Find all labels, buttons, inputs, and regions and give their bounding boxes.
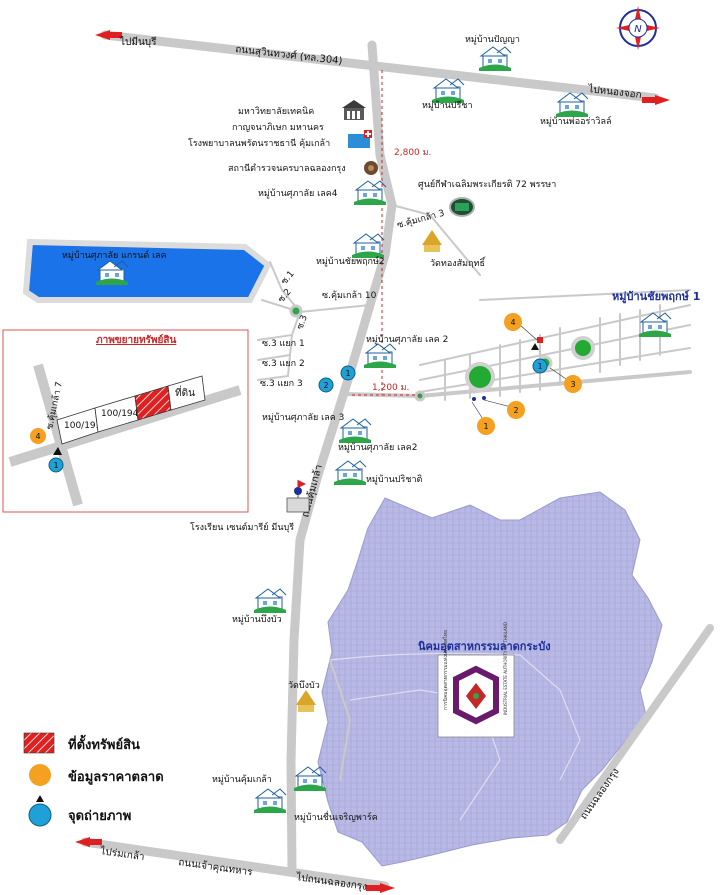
direction-arrows — [75, 30, 670, 893]
market-marker-2: 2 — [513, 406, 518, 415]
market-marker-4: 4 — [510, 318, 515, 327]
label-temple-bungbua: วัดบึงบัว — [288, 680, 320, 691]
compass-icon — [616, 6, 660, 50]
label-village-chaiyapruk1: หมู่บ้านชัยพฤกษ์ 1 — [612, 290, 700, 304]
label-village-supalai4: หมู่บ้านศุภาลัย เลค4 — [258, 188, 338, 199]
label-village-supalai-lake2: หมู่บ้านศุภาลัย เลค2 — [338, 442, 417, 453]
lake — [22, 238, 272, 303]
house-icon — [431, 78, 465, 104]
road-label-s1: ซ.1 — [280, 269, 297, 287]
legend-property-label: ที่ตั้งทรัพย์สิน — [68, 734, 140, 753]
distance-label-1200: 1,200 ม. — [372, 383, 409, 393]
label-village-chaiyapruk2: หมู่บ้านชัยพฤกษ์2 — [316, 255, 385, 267]
road-label-s3: ซ.3 — [295, 314, 309, 331]
direction-pointer — [531, 343, 539, 350]
compass-letter: N — [634, 24, 642, 35]
inset-panel: ภาพขยายทรัพย์สิน ซ.คุ้มเกล้า 7 100/193 1… — [2, 329, 249, 513]
legend: ที่ตั้งทรัพย์สิน ข้อมูลราคาตลาด จุดถ่ายภ… — [23, 732, 164, 827]
road-label-s3-3: ซ.3 แยก 3 — [260, 379, 303, 389]
photo-marker-1b: 1 — [537, 362, 542, 371]
road-label-s3-2: ซ.3 แยก 2 — [262, 359, 305, 369]
legend-market-label: ข้อมูลราคาตลาด — [68, 769, 164, 785]
label-village-kumklao: หมู่บ้านคุ้มเกล้า — [212, 774, 272, 785]
house-icon — [478, 46, 512, 72]
market-marker-3: 3 — [570, 380, 575, 389]
label-village-porsamwil: หมู่บ้านพ่ออร่าวิลล์ — [540, 115, 612, 127]
school-icon — [286, 480, 310, 513]
house-icon — [351, 233, 385, 259]
inset-plot-100-194: 100/194 — [101, 409, 139, 419]
estate-logo-top-text: การนิคมอุตสาหกรรมแห่งประเทศไทย — [442, 630, 449, 710]
label-industrial-estate: นิคมอุตสาหกรรมลาดกระบัง — [418, 640, 551, 654]
road-label-top-left: ไปมีนบุรี — [119, 36, 157, 48]
distance-lines — [352, 70, 420, 396]
house-icon — [555, 92, 589, 118]
label-hospital: โรงพยาบาลนพรัตนราชธานี คุ้มเกล้า — [188, 138, 330, 149]
temple-icon — [422, 230, 442, 252]
road-label-soi3: ซ.คุ้มเกล้า 3 — [396, 208, 446, 231]
distance-label-2800: 2,800 ม. — [394, 148, 431, 158]
photo-marker-2: 2 — [323, 381, 328, 390]
label-police: สถานีตำรวจนครบาลฉลองกรุง — [228, 163, 346, 174]
label-village-supalai2: หมู่บ้านศุภาลัย เลค 2 — [366, 334, 448, 345]
inset-title: ภาพขยายทรัพย์สิน — [96, 334, 176, 346]
inset-photo-marker: 1 — [53, 461, 58, 470]
property-marker — [537, 337, 543, 343]
inset-plot-100-193: 100/193 — [64, 421, 101, 431]
label-university2: กาญจนาภิเษก มหานคร — [232, 122, 324, 133]
house-icon — [253, 588, 287, 614]
label-school: โรงเรียน เซนต์มารีย์ มีนบุรี — [190, 521, 294, 533]
house-icon — [353, 180, 387, 206]
label-sports-center: ศูนย์กีฬาเฉลิมพระเกียรติ 72 พรรษา — [418, 178, 556, 190]
house-icon — [253, 788, 287, 814]
estate-logo-bottom-text: INDUSTRIAL ESTATE AUTHORITY OF THAILAND — [503, 622, 508, 715]
photo-markers: 1 2 1 — [318, 358, 548, 393]
road-label-top-name: ถนนสุวินทวงศ์ (ทล.304) — [235, 43, 343, 67]
house-icon — [333, 460, 367, 486]
legend-market-swatch — [29, 764, 51, 786]
inset-plot-land: ที่ดิน — [175, 385, 195, 399]
hospital-icon — [348, 130, 372, 148]
inset-market-marker: 4 — [35, 432, 40, 441]
school-icon — [342, 100, 366, 120]
label-university: มหาวิทยาลัยเทคนิค — [238, 106, 314, 117]
house-icon — [638, 312, 672, 338]
road-network — [80, 30, 714, 891]
estate-logo — [437, 654, 515, 738]
road-label-top-right: ไปหนองจอก — [587, 83, 643, 101]
label-village-supalai3: หมู่บ้านศุภาลัย เลค 3 — [262, 412, 344, 423]
label-village-supalai-grand: หมู่บ้านศุภาลัย แกรนด์ เลค — [62, 249, 167, 261]
label-village-preecha: หมู่บ้านปรีชา — [422, 100, 473, 111]
label-temple-thong: วัดทองสัมฤทธิ์ — [430, 256, 486, 269]
legend-photo-swatch — [28, 803, 52, 827]
sports-center-icon — [449, 197, 475, 217]
label-village-chuenjaroen: หมู่บ้านชื่นเจริญพาร์ค — [294, 810, 378, 823]
legend-photo-label: จุดถ่ายภาพ — [68, 809, 131, 824]
police-icon — [364, 161, 378, 175]
house-icon — [363, 343, 397, 369]
label-village-bungbua: หมู่บ้านบึงบัว — [232, 614, 282, 625]
market-marker-1: 1 — [483, 422, 488, 431]
temple-icon — [296, 690, 316, 712]
road-label-soi10: ซ.คุ้มเกล้า 10 — [322, 290, 377, 301]
photo-marker-1: 1 — [345, 369, 350, 378]
label-village-prichart: หมู่บ้านปริชาติ — [366, 474, 422, 485]
label-village-panya: หมู่บ้านปัญญา — [465, 34, 520, 45]
road-label-s3-1: ซ.3 แยก 1 — [262, 339, 305, 349]
legend-property-swatch — [23, 732, 55, 754]
market-markers: 1 2 3 4 — [471, 313, 582, 435]
